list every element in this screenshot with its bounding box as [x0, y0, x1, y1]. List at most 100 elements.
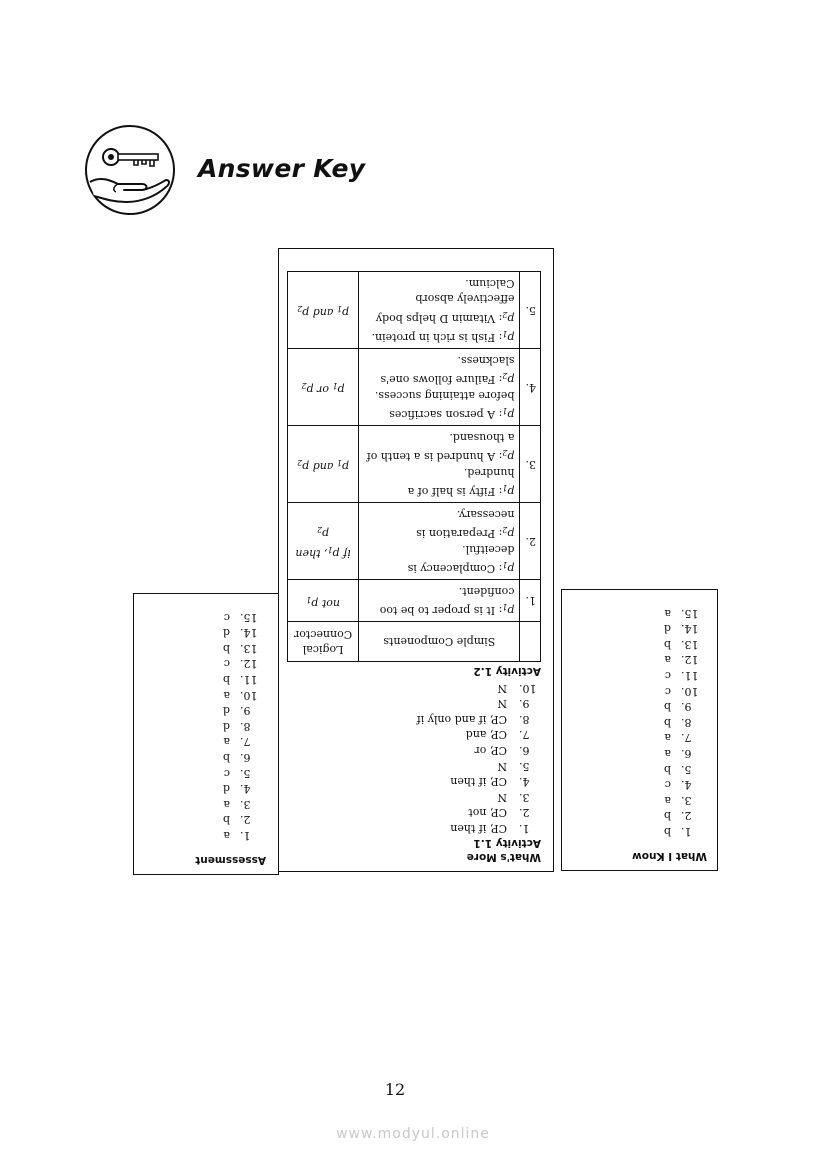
simple-components-cell: p1: Fifty is half of a hundred.p2: A hun…	[358, 425, 520, 503]
item-number: 15.	[240, 610, 258, 624]
list-item: 13.b	[572, 636, 707, 652]
item-number: 14.	[240, 626, 258, 640]
item-value: CP, and	[465, 728, 507, 742]
list-item: 11. b	[144, 671, 266, 687]
item-value: CP, or	[474, 744, 507, 758]
item-number: 14.	[681, 622, 699, 636]
list-item: 9.N	[289, 696, 541, 712]
component-p2: p2: Failure follows one's slackness.	[380, 353, 515, 387]
list-item: 7. CP, and	[289, 727, 541, 743]
item-number: 7.	[681, 731, 692, 745]
item-number: 15.	[681, 606, 699, 620]
item-value: d	[222, 782, 230, 796]
list-item: 14. d	[572, 621, 707, 637]
component-p2-text: A hundred is a tenth of a thousand.	[366, 430, 515, 464]
component-p2: p2: Preparation is necessary.	[416, 507, 515, 541]
component-p1: p1: It is proper to be too confident.	[379, 584, 515, 618]
item-number: 6.	[240, 751, 251, 765]
item-number: 13.	[240, 641, 258, 655]
list-item: 6.CP, or	[289, 742, 541, 758]
list-item: 9.b	[572, 699, 707, 715]
component-p1: p1: Complacency is deceitful.	[407, 542, 515, 576]
list-item: 14.d	[144, 625, 266, 641]
list-item: 11.c	[572, 667, 707, 683]
table-row: 3.p1: Fifty is half of a hundred.p2: A h…	[287, 425, 541, 503]
item-value: c	[664, 778, 671, 792]
item-number: 4.	[681, 778, 692, 792]
item-value: a	[223, 829, 230, 842]
item-number: 5.	[681, 762, 692, 776]
list-item: 12.a	[572, 652, 707, 668]
simple-components-cell: p1: Fish is rich in protein.p2: Vitamin …	[358, 271, 520, 349]
list-item: 7.a	[572, 730, 707, 746]
item-number: 7.	[240, 735, 251, 749]
item-number: 12.	[240, 657, 258, 671]
list-item: 9. d	[144, 703, 266, 719]
item-value: b	[222, 751, 230, 765]
page-number: 12	[384, 1080, 406, 1099]
logical-connector-cell: p1 and p2	[287, 271, 359, 349]
item-value: d	[663, 622, 671, 636]
item-value: c	[664, 669, 671, 683]
list-item: 3. a	[572, 792, 707, 808]
list-item: 4. c	[572, 777, 707, 793]
item-value: a	[223, 688, 230, 702]
list-item: 8.d	[144, 718, 266, 734]
row-number: 1.	[519, 579, 541, 622]
item-number: 8.	[681, 715, 692, 729]
list-item: 2.CP, not	[289, 805, 541, 821]
item-number: 2.	[240, 813, 251, 827]
item-value: CP, not	[468, 806, 507, 820]
item-value: b	[663, 700, 671, 714]
component-p1-text: Complacency is deceitful.	[407, 542, 515, 576]
item-number: 13.	[681, 637, 699, 651]
list-item: 5.N	[289, 758, 541, 774]
component-p2-text: Failure follows one's slackness.	[380, 353, 515, 387]
table-header-components: Simple Components	[358, 621, 520, 662]
item-value: b	[222, 641, 230, 655]
item-value: a	[664, 606, 671, 620]
item-number: 5.	[519, 759, 530, 773]
item-number: 4.	[519, 775, 530, 789]
component-p1-text: Fifty is half of a hundred.	[407, 465, 515, 499]
item-number: 9.	[240, 704, 251, 718]
item-value: CP, if and only if	[416, 712, 507, 726]
item-number: 11.	[240, 673, 258, 687]
item-value: d	[222, 704, 230, 718]
item-value: b	[663, 762, 671, 776]
list-item: 12. c	[144, 656, 266, 672]
item-value: c	[223, 657, 230, 671]
key-in-hand-icon	[85, 125, 175, 215]
list-item: 10.c	[572, 683, 707, 699]
item-value: a	[223, 735, 230, 749]
item-number: 7.	[519, 728, 530, 742]
item-number: 2.	[681, 809, 692, 823]
list-item: 6. b	[144, 749, 266, 765]
item-number: 3.	[681, 793, 692, 807]
item-value: d	[222, 719, 230, 733]
component-p2: p2: A hundred is a tenth of a thousand.	[366, 430, 515, 464]
list-item: 5.c	[144, 765, 266, 781]
item-value: b	[222, 673, 230, 687]
list-item: 7. a	[144, 734, 266, 750]
list-item: 10. a	[144, 687, 266, 703]
table-row: 2.p1: Complacency is deceitful.p2: Prepa…	[287, 502, 541, 580]
table-row: 1.p1: It is proper to be too confident. n…	[287, 579, 541, 622]
activity-1-2-table: Simple Components Logical Connector 1.p1…	[287, 271, 541, 662]
logical-connector-cell: not p1	[287, 579, 359, 622]
table-row: 4.p1: A person sacrifices before attaini…	[287, 348, 541, 426]
list-item: 5. b	[572, 761, 707, 777]
item-value: b	[663, 825, 671, 838]
item-value: a	[664, 793, 671, 807]
row-number: 2.	[519, 502, 541, 580]
item-number: 10.	[240, 688, 258, 702]
list-item: 1.a	[144, 827, 266, 843]
assessment-title: Assessment	[195, 854, 266, 866]
list-item: 3.a	[144, 796, 266, 812]
list-item: 8.b	[572, 714, 707, 730]
list-item: 6.a	[572, 745, 707, 761]
whats-more-title: What's More	[466, 851, 541, 863]
